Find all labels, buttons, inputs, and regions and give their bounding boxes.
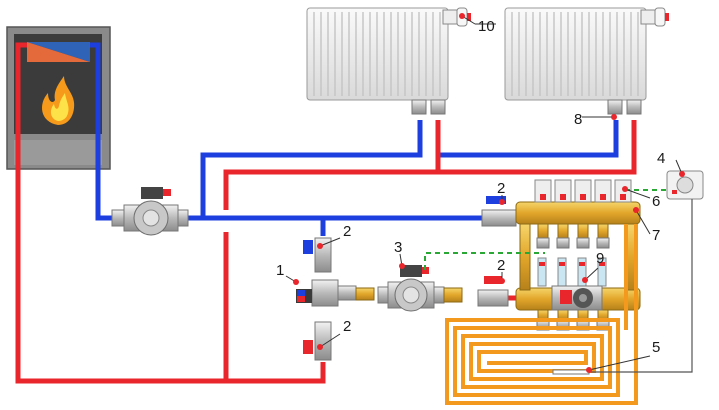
manifold: [515, 201, 641, 331]
radiator-icon: [504, 7, 647, 101]
label-2-supply: 2: [497, 257, 505, 274]
callout-dots: [293, 13, 685, 373]
ball-valve: [477, 276, 509, 307]
label-2-top: 2: [343, 223, 351, 240]
control-lines: [424, 189, 667, 270]
thermostatic-head: [442, 7, 471, 27]
boiler-icon: [6, 26, 111, 170]
label-3: 3: [394, 239, 402, 256]
thermostat-icon: [666, 170, 704, 200]
label-4: 4: [657, 150, 665, 167]
thermostatic-head: [640, 7, 669, 27]
floor-loop: [445, 224, 638, 405]
radiator-icon: [306, 7, 449, 101]
label-9: 9: [596, 250, 604, 267]
radiator-valve: [411, 99, 446, 115]
label-8: 8: [574, 111, 582, 128]
ball-valve: [481, 196, 517, 227]
label-6: 6: [652, 193, 660, 210]
label-10: 10: [478, 18, 495, 35]
sensor-wire: [589, 199, 693, 373]
manifold-actuators: [534, 179, 632, 203]
flame-icon: [42, 76, 75, 125]
label-5: 5: [652, 339, 660, 356]
label-1: 1: [276, 262, 284, 279]
callout-numbers: 10 8 4 6 7 9 5 2 2 2 2 3 1: [276, 18, 665, 356]
label-7: 7: [652, 227, 660, 244]
mixing-valve: [296, 279, 375, 307]
circulation-pump-icon: [377, 265, 463, 312]
radiator-valve: [607, 99, 642, 115]
callouts: [285, 15, 683, 371]
floor-loop-sensor: [552, 369, 590, 375]
return-pipes: [90, 42, 619, 236]
ball-valve: [303, 321, 332, 361]
manifold-pump-group: [551, 285, 603, 311]
label-2-return: 2: [497, 180, 505, 197]
circulation-pump-icon: [111, 187, 189, 236]
label-2-bottom: 2: [343, 318, 351, 335]
